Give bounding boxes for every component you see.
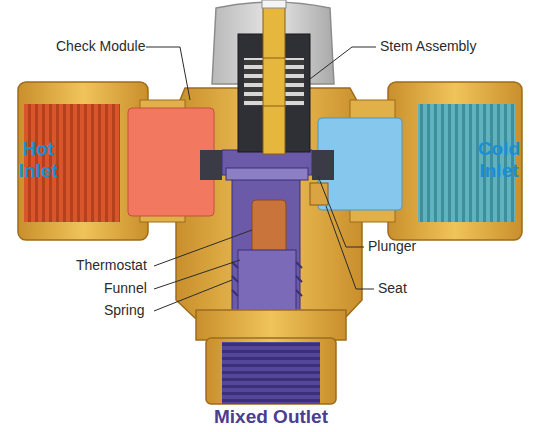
part-label: Thermostat	[76, 257, 147, 273]
port-label: Mixed Outlet	[214, 406, 328, 428]
plunger	[226, 168, 308, 180]
leader-lines	[146, 47, 376, 311]
valve-body	[18, 0, 522, 404]
part-label: Plunger	[368, 238, 416, 254]
port-label: Hot Inlet	[6, 138, 70, 182]
stem-spring	[244, 58, 304, 106]
part-label: Check Module	[56, 38, 146, 54]
thermostat	[252, 200, 286, 256]
leader-line	[146, 47, 190, 100]
part-label: Stem Assembly	[380, 38, 476, 54]
leader-line	[306, 47, 376, 82]
part-label: Seat	[378, 280, 407, 296]
port-label: Cold Inlet	[468, 138, 530, 182]
lower-spring	[232, 262, 302, 296]
leader-line	[326, 206, 374, 289]
part-label: Funnel	[104, 280, 147, 296]
outlet-bore	[222, 342, 320, 404]
part-label: Spring	[104, 302, 144, 318]
leader-line	[154, 280, 232, 311]
leader-line	[318, 176, 364, 247]
leader-line	[154, 260, 240, 289]
